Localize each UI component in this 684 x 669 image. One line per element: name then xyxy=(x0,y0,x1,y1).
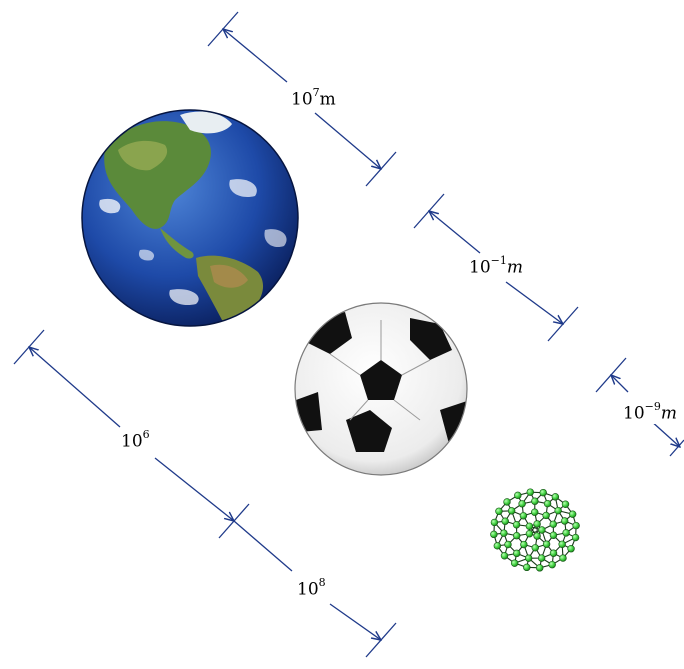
molecule-atom xyxy=(539,527,546,534)
molecule-atom xyxy=(549,561,556,568)
molecule-atom xyxy=(543,541,550,548)
molecule-atom xyxy=(508,507,515,514)
molecule-atom xyxy=(538,555,545,562)
molecule-atom xyxy=(501,530,508,537)
molecule-atom xyxy=(543,512,550,519)
molecule-atom xyxy=(532,544,539,551)
soccer-ball-image xyxy=(295,303,472,475)
molecule-atom xyxy=(550,521,557,528)
molecule-atom xyxy=(490,531,497,538)
dimension-arrow xyxy=(315,113,381,169)
molecule-atom xyxy=(552,493,559,500)
ratio-upper-label: 106 xyxy=(118,430,153,452)
ratio-lower-label: 108 xyxy=(294,578,329,600)
molecule-atom xyxy=(527,489,534,496)
molecule-atom xyxy=(496,508,503,515)
dimension-arrow xyxy=(223,29,287,82)
molecule-atom xyxy=(525,555,532,562)
dimension-arrow xyxy=(330,604,381,640)
molecule-atom xyxy=(511,560,518,567)
molecule-atom xyxy=(534,533,541,540)
molecule-atom xyxy=(550,550,557,557)
dimension-arrow xyxy=(234,521,292,571)
molecule-atom xyxy=(534,521,541,528)
molecule-atom xyxy=(504,499,511,506)
molecule-atom xyxy=(513,521,520,528)
molecule-atom xyxy=(514,492,521,499)
molecule-atom xyxy=(502,518,509,525)
molecule-atom xyxy=(544,500,551,507)
dimension-arrow xyxy=(155,458,234,521)
molecule-atom xyxy=(559,541,566,548)
molecule-atom xyxy=(513,550,520,557)
molecule-atom xyxy=(561,518,568,525)
dimension-arrow xyxy=(650,420,680,447)
ball-size-label: 10−1m xyxy=(466,256,526,278)
earth-size-label: 107m xyxy=(288,88,339,110)
molecule-atom xyxy=(520,541,527,548)
molecule-atom xyxy=(572,534,579,541)
molecule-atom xyxy=(491,519,498,526)
molecule-atom xyxy=(562,501,569,508)
molecule-atom xyxy=(560,555,567,562)
molecule-atom xyxy=(494,542,501,549)
molecule-size-label: 10−9m xyxy=(620,402,680,424)
molecule-atom xyxy=(569,511,576,518)
molecule-atom xyxy=(540,489,547,496)
molecule-atom xyxy=(526,523,533,530)
molecule-atom xyxy=(526,530,533,537)
molecule-atom xyxy=(520,512,527,519)
molecule-atom xyxy=(523,564,530,571)
molecule-atom xyxy=(536,564,543,571)
earth-image xyxy=(82,110,298,326)
molecule-atom xyxy=(573,522,580,529)
molecule-atom xyxy=(550,532,557,539)
dimension-tick xyxy=(670,440,684,456)
dimension-arrow xyxy=(506,282,563,324)
fullerene-molecule-image xyxy=(490,489,579,571)
molecule-atom xyxy=(555,507,562,514)
molecule-atom xyxy=(519,500,526,507)
molecule-atom xyxy=(568,545,575,552)
molecule-atom xyxy=(531,509,538,516)
molecule-atom xyxy=(513,532,520,539)
molecule-atom xyxy=(501,552,508,559)
dimension-arrow xyxy=(29,347,120,427)
molecule-atom xyxy=(505,541,512,548)
dimension-arrow xyxy=(611,375,628,392)
dimension-arrow xyxy=(429,211,480,253)
molecule-atom xyxy=(531,498,538,505)
molecule-atom xyxy=(563,529,570,536)
